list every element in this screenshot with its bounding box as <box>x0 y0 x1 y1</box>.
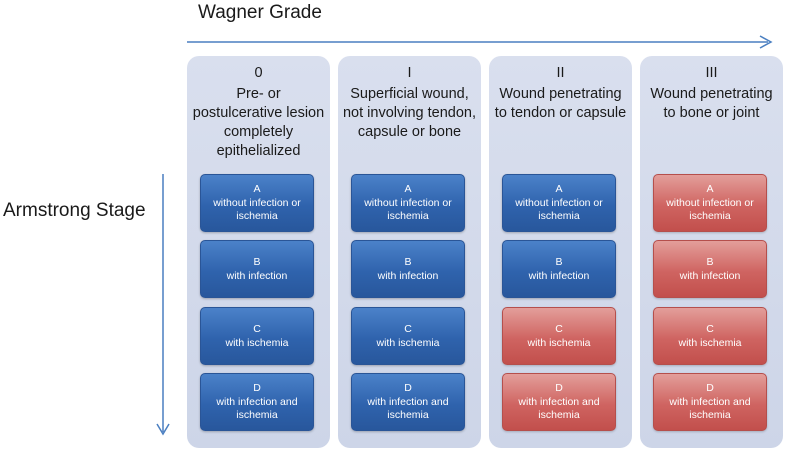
stage-cell-a: A without infection or ischemia <box>351 174 465 232</box>
stage-letter: C <box>404 322 412 335</box>
grade-column-0: 0 Pre- or postulcerative lesion complete… <box>187 56 330 448</box>
stage-description: without infection or ischemia <box>666 197 754 222</box>
column-header: II Wound penetrating to tendon or capsul… <box>489 64 632 123</box>
stage-description: with ischemia <box>678 336 742 349</box>
stage-cell-c: C with ischemia <box>351 307 465 365</box>
stage-letter: B <box>253 255 261 268</box>
stage-letter: A <box>706 183 714 195</box>
stage-cell-d: D with infection and ischemia <box>502 373 616 431</box>
stage-letter: D <box>706 382 714 394</box>
stage-description: with infection and ischemia <box>367 396 449 421</box>
stage-cell-a: A without infection or ischemia <box>653 174 767 232</box>
stage-letter: A <box>253 183 261 195</box>
stage-letter: B <box>555 255 563 268</box>
stage-cell-a: A without infection or ischemia <box>200 174 314 232</box>
stage-description: with ischemia <box>225 336 289 349</box>
stage-description: with infection <box>679 269 741 282</box>
grade-description: Superficial wound, not involving tendon,… <box>342 86 476 140</box>
column-header: 0 Pre- or postulcerative lesion complete… <box>187 64 330 161</box>
stage-cell-b: B with infection <box>200 240 314 298</box>
stage-cell-c: C with ischemia <box>502 307 616 365</box>
stage-description: with infection and ischemia <box>216 396 298 421</box>
column-header: III Wound penetrating to bone or joint <box>640 64 783 123</box>
stage-description: with infection and ischemia <box>669 396 751 421</box>
stage-cell-b: B with infection <box>653 240 767 298</box>
wagner-grade-title: Wagner Grade <box>198 2 322 23</box>
armstrong-stage-title: Armstrong Stage <box>3 200 146 221</box>
stage-letter: B <box>706 255 714 268</box>
stage-letter: C <box>253 322 261 335</box>
stage-cell-b: B with infection <box>351 240 465 298</box>
stage-letter: D <box>555 382 563 394</box>
stage-cell-d: D with infection and ischemia <box>351 373 465 431</box>
wagner-arrowhead-icon <box>759 35 773 49</box>
grade-description: Wound penetrating to bone or joint <box>650 86 773 121</box>
stage-letter: D <box>253 382 261 394</box>
grade-label: I <box>407 65 412 81</box>
stage-description: with infection and ischemia <box>518 396 600 421</box>
armstrong-arrowhead-icon <box>156 423 170 436</box>
stage-description: with infection <box>528 269 590 282</box>
grade-label: 0 <box>254 65 263 81</box>
stage-description: with infection <box>377 269 439 282</box>
grade-column-ii: II Wound penetrating to tendon or capsul… <box>489 56 632 448</box>
stage-letter: C <box>706 322 714 335</box>
stage-cell-d: D with infection and ischemia <box>653 373 767 431</box>
grade-label: II <box>556 65 565 81</box>
stage-cell-c: C with ischemia <box>200 307 314 365</box>
stage-letter: A <box>555 183 563 195</box>
grade-label: III <box>705 65 718 81</box>
grade-description: Pre- or postulcerative lesion completely… <box>192 86 325 159</box>
stage-description: with ischemia <box>527 336 591 349</box>
stage-letter: C <box>555 322 563 335</box>
stage-cell-b: B with infection <box>502 240 616 298</box>
stage-description: without infection or ischemia <box>213 197 301 222</box>
stage-description: with infection <box>226 269 288 282</box>
column-header: I Superficial wound, not involving tendo… <box>338 64 481 142</box>
grade-column-iii: III Wound penetrating to bone or joint A… <box>640 56 783 448</box>
grade-description: Wound penetrating to tendon or capsule <box>494 86 627 121</box>
stage-description: with ischemia <box>376 336 440 349</box>
stage-letter: B <box>404 255 412 268</box>
stage-description: without infection or ischemia <box>515 197 603 222</box>
stage-letter: D <box>404 382 412 394</box>
stage-cell-a: A without infection or ischemia <box>502 174 616 232</box>
stage-cell-c: C with ischemia <box>653 307 767 365</box>
stage-description: without infection or ischemia <box>364 197 452 222</box>
stage-letter: A <box>404 183 412 195</box>
grade-column-i: I Superficial wound, not involving tendo… <box>338 56 481 448</box>
stage-cell-d: D with infection and ischemia <box>200 373 314 431</box>
